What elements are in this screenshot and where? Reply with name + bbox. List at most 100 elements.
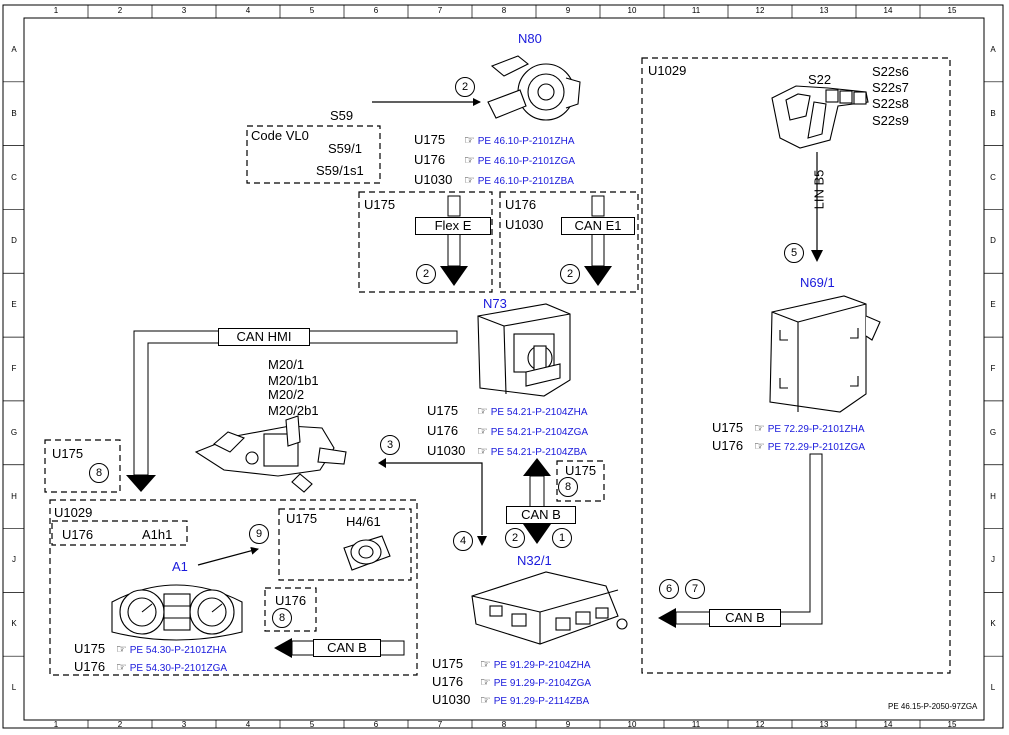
reference-variant: U176 xyxy=(74,659,106,674)
circle-2-canb: 2 xyxy=(505,528,525,548)
reference-link[interactable]: ☞PE 54.21-P-2104ZHA xyxy=(477,405,587,419)
grid-row-label: B xyxy=(990,108,996,118)
reference-link[interactable]: ☞PE 46.10-P-2101ZGA xyxy=(464,154,575,168)
reference-link[interactable]: ☞PE 72.29-P-2101ZHA xyxy=(754,422,864,436)
a1h1-label: A1h1 xyxy=(142,527,173,542)
grid-row-label: C xyxy=(990,172,996,182)
reference-doc: PE 46.10-P-2101ZHA xyxy=(477,136,575,147)
n73-label: N73 xyxy=(483,296,507,311)
grid-row-label: K xyxy=(990,619,996,629)
reference-doc: PE 46.10-P-2101ZBA xyxy=(477,176,574,187)
lin-b5-label: LIN B5 xyxy=(811,169,827,210)
reference-doc: PE 46.10-P-2101ZGA xyxy=(477,156,576,167)
reference-doc: PE 54.30-P-2101ZGA xyxy=(129,663,228,674)
grid-col-label: 11 xyxy=(691,6,701,15)
grid-row-label: L xyxy=(990,683,996,693)
reference-link[interactable]: ☞PE 46.10-P-2101ZBA xyxy=(464,174,574,188)
reference-variant: U175 xyxy=(74,641,106,656)
reference-doc: PE 54.30-P-2101ZHA xyxy=(129,645,227,656)
m20-2-label: M20/2 xyxy=(268,387,305,402)
grid-col-label: 4 xyxy=(245,720,251,729)
pointing-hand-icon: ☞ xyxy=(480,693,491,707)
reference-variant: U1030 xyxy=(432,692,471,707)
reference-link[interactable]: ☞PE 54.21-P-2104ZGA xyxy=(477,425,588,439)
grid-col-label: 8 xyxy=(501,6,507,15)
u175-flex-label: U175 xyxy=(364,197,396,212)
grid-row-label: F xyxy=(11,364,17,373)
circle-7: 7 xyxy=(685,579,705,599)
reference-doc: PE 91.29-P-2104ZHA xyxy=(493,660,591,671)
pointing-hand-icon: ☞ xyxy=(464,173,475,187)
grid-row-label: C xyxy=(11,172,17,182)
reference-doc: PE 72.29-P-2101ZGA xyxy=(767,442,866,453)
grid-row-label: E xyxy=(11,300,17,310)
pointing-hand-icon: ☞ xyxy=(116,660,127,674)
reference-link[interactable]: ☞PE 54.21-P-2104ZBA xyxy=(477,445,587,459)
grid-row-label: L xyxy=(11,683,17,693)
can-e1-bus: CAN E1 xyxy=(561,217,635,235)
grid-col-label: 15 xyxy=(947,720,957,729)
pointing-hand-icon: ☞ xyxy=(754,439,765,453)
grid-row-label: D xyxy=(11,236,17,246)
grid-row-label: K xyxy=(11,619,17,629)
grid-row-label: B xyxy=(11,108,17,118)
reference-link[interactable]: ☞PE 91.29-P-2104ZHA xyxy=(480,658,590,672)
reference-link[interactable]: ☞PE 46.10-P-2101ZHA xyxy=(464,134,574,148)
reference-doc: PE 54.21-P-2104ZGA xyxy=(490,427,589,438)
s59-label: S59 xyxy=(330,108,354,123)
can-b-right-bus: CAN B xyxy=(709,609,781,627)
grid-col-label: 8 xyxy=(501,720,507,729)
reference-link[interactable]: ☞PE 54.30-P-2101ZGA xyxy=(116,661,227,675)
circle-8-k: 8 xyxy=(272,608,292,628)
reference-link[interactable]: ☞PE 91.29-P-2114ZBA xyxy=(480,694,589,708)
s22s9-label: S22s9 xyxy=(872,113,909,128)
grid-col-label: 9 xyxy=(565,720,571,729)
grid-row-label: G xyxy=(989,427,997,437)
m20-2b1-label: M20/2b1 xyxy=(268,403,319,418)
u175-h-label: U175 xyxy=(565,463,597,478)
grid-col-label: 13 xyxy=(819,720,829,729)
grid-col-label: 6 xyxy=(373,720,379,729)
reference-doc: PE 54.21-P-2104ZBA xyxy=(490,447,587,458)
grid-row-label: E xyxy=(990,300,996,310)
u1030-can-label: U1030 xyxy=(505,217,544,232)
circle-8-g: 8 xyxy=(89,463,109,483)
reference-doc: PE 91.29-P-2104ZGA xyxy=(493,678,592,689)
reference-doc: PE 72.29-P-2101ZHA xyxy=(767,424,865,435)
circle-9: 9 xyxy=(249,524,269,544)
grid-col-label: 11 xyxy=(691,720,701,729)
grid-row-label: H xyxy=(11,491,17,501)
grid-row-label: D xyxy=(990,236,996,246)
reference-variant: U175 xyxy=(432,656,464,671)
reference-variant: U175 xyxy=(414,132,446,147)
circle-2-flex: 2 xyxy=(416,264,436,284)
grid-col-label: 14 xyxy=(883,720,893,729)
u176-can-label: U176 xyxy=(505,197,537,212)
grid-col-label: 6 xyxy=(373,6,379,15)
grid-row-label: H xyxy=(990,491,996,501)
reference-variant: U176 xyxy=(432,674,464,689)
grid-col-label: 3 xyxy=(181,6,187,15)
grid-col-label: 10 xyxy=(627,720,637,729)
circle-3: 3 xyxy=(380,435,400,455)
reference-link[interactable]: ☞PE 91.29-P-2104ZGA xyxy=(480,676,591,690)
n80-label: N80 xyxy=(518,31,542,46)
grid-col-label: 1 xyxy=(53,6,59,15)
a1-label: A1 xyxy=(172,559,188,574)
can-b-mid-bus: CAN B xyxy=(506,506,576,524)
document-reference: PE 46.15-P-2050-97ZGA xyxy=(888,702,978,711)
grid-col-label: 10 xyxy=(627,6,637,15)
h4-61-label: H4/61 xyxy=(346,514,381,529)
grid-col-label: 9 xyxy=(565,6,571,15)
grid-col-label: 12 xyxy=(755,6,765,15)
u176-k-label: U176 xyxy=(275,593,307,608)
s22-label: S22 xyxy=(808,72,832,87)
code-vl0-label: Code VL0 xyxy=(251,128,309,143)
circle-6: 6 xyxy=(659,579,679,599)
u1029-left-label: U1029 xyxy=(54,505,93,520)
reference-link[interactable]: ☞PE 72.29-P-2101ZGA xyxy=(754,440,865,454)
can-hmi-bus: CAN HMI xyxy=(218,328,310,346)
grid-col-label: 7 xyxy=(437,6,443,15)
reference-link[interactable]: ☞PE 54.30-P-2101ZHA xyxy=(116,643,226,657)
